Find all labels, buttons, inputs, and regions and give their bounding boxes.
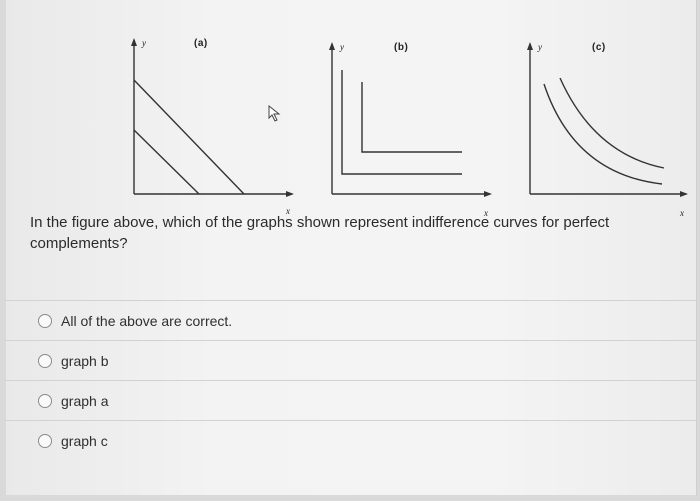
graph-a-plot	[131, 38, 294, 197]
x-axis-arrow-icon	[484, 191, 492, 197]
option-label: All of the above are correct.	[61, 313, 233, 329]
x-axis-label: x	[484, 208, 488, 218]
graph-label: (a)	[194, 38, 208, 49]
y-axis-label: y	[538, 42, 542, 52]
y-axis-arrow-icon	[131, 38, 137, 46]
radio-button[interactable]	[38, 314, 52, 328]
x-axis-label: x	[680, 208, 684, 218]
option-label: graph b	[61, 353, 109, 369]
option-graph-a[interactable]: graph a	[6, 380, 696, 421]
mouse-pointer-icon	[268, 105, 281, 122]
indifference-curve	[133, 129, 200, 195]
radio-button[interactable]	[38, 434, 52, 448]
option-graph-b[interactable]: graph b	[6, 340, 696, 381]
indifference-curve	[559, 77, 665, 169]
radio-button[interactable]	[38, 354, 52, 368]
indifference-curve	[341, 70, 462, 175]
graph-c: y (c) x	[520, 40, 700, 220]
y-axis-arrow-icon	[329, 42, 335, 50]
y-axis-label: y	[142, 38, 146, 48]
graph-a: y (a) x	[124, 36, 304, 216]
y-axis-label: y	[340, 42, 344, 52]
question-card: y (a) x y (b) x y (c) x	[6, 0, 697, 495]
option-label: graph a	[61, 393, 109, 409]
option-label: graph c	[61, 433, 108, 449]
graph-b: y (b) x	[322, 40, 502, 220]
x-axis-arrow-icon	[286, 191, 294, 197]
indifference-curve	[543, 83, 663, 185]
x-axis-arrow-icon	[680, 191, 688, 197]
graph-b-plot	[329, 42, 492, 197]
y-axis-arrow-icon	[527, 42, 533, 50]
indifference-curve	[133, 79, 245, 195]
indifference-curve	[361, 82, 462, 153]
option-graph-c[interactable]: graph c	[6, 420, 696, 461]
graph-label: (b)	[394, 42, 409, 53]
graph-c-plot	[527, 42, 688, 197]
question-text: In the figure above, which of the graphs…	[30, 214, 610, 252]
graph-label: (c)	[592, 42, 606, 53]
radio-button[interactable]	[38, 394, 52, 408]
x-axis-label: x	[286, 206, 290, 216]
option-all-correct[interactable]: All of the above are correct.	[6, 300, 696, 341]
